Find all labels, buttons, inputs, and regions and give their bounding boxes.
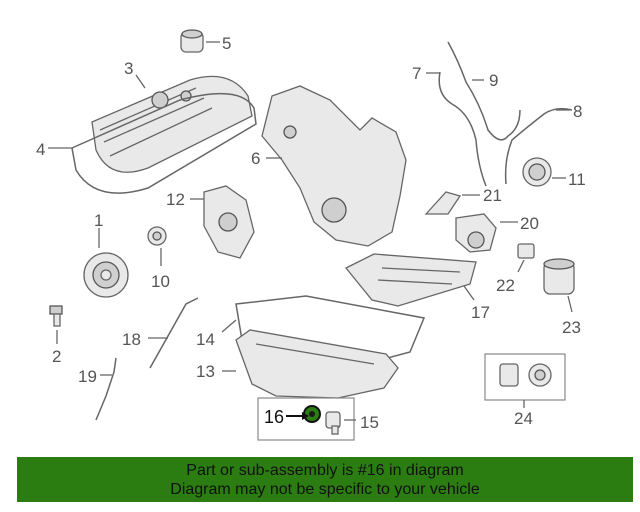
part-3-valve-cover	[91, 75, 253, 173]
part-8-gasket	[504, 107, 573, 185]
callout-7: 7	[412, 64, 421, 83]
part-18-dipstick	[149, 297, 199, 369]
engine-parts-diagram: 5 3 4 6 7 9 8 11 12	[36, 29, 586, 441]
part-21-bracket	[424, 191, 462, 215]
part-13-oil-pan	[235, 329, 399, 399]
leader-16-arrowhead	[302, 412, 309, 420]
part-20-housing	[455, 213, 497, 253]
drain-plug-group-box	[257, 397, 355, 441]
callout-9: 9	[489, 71, 498, 90]
callout-5: 5	[222, 34, 231, 53]
notice-line-1: Part or sub-assembly is #16 in diagram	[186, 462, 464, 479]
callout-8: 8	[573, 102, 582, 121]
callout-6: 6	[251, 149, 260, 168]
part-17-windage-tray	[344, 253, 477, 307]
part-4-valve-cover-gasket	[71, 92, 257, 194]
callout-11: 11	[568, 170, 586, 189]
part-10-seal	[147, 226, 167, 246]
part-11-front-seal	[522, 157, 552, 187]
part-12-oil-pump	[203, 185, 255, 259]
callout-12: 12	[166, 190, 185, 209]
callout-23: 23	[562, 318, 581, 337]
callout-10: 10	[151, 272, 170, 291]
callout-24: 24	[514, 409, 533, 428]
callout-4: 4	[36, 140, 45, 159]
leader-22	[517, 259, 525, 273]
part-16-drain-plug-gasket	[303, 405, 321, 423]
callout-18: 18	[122, 330, 141, 349]
part-15-drain-plug	[325, 411, 341, 435]
part-2-bolt	[49, 305, 63, 327]
callout-2: 2	[52, 347, 61, 366]
part-22-fitting	[517, 243, 535, 259]
callout-13: 13	[196, 362, 215, 381]
callout-20: 20	[520, 214, 539, 233]
part-7-gasket	[438, 71, 487, 187]
part-9-gasket	[447, 41, 521, 141]
part-19-dipstick-tube	[95, 357, 117, 421]
leader-3	[135, 74, 146, 89]
callout-16: 16	[264, 407, 284, 427]
callout-17: 17	[471, 303, 490, 322]
leader-17	[463, 285, 475, 301]
callout-1: 1	[94, 211, 103, 230]
part-6-timing-cover	[261, 85, 407, 247]
notice-line-2: Diagram may not be specific to your vehi…	[170, 481, 480, 498]
part-24-sensor-kit	[484, 353, 566, 401]
callout-21: 21	[483, 186, 502, 205]
callout-19: 19	[78, 367, 97, 386]
callout-15: 15	[360, 413, 379, 432]
leader-23	[567, 295, 573, 313]
notice-banner: Part or sub-assembly is #16 in diagram D…	[17, 457, 633, 502]
part-1-harmonic-balancer	[83, 252, 129, 298]
callout-3: 3	[124, 59, 133, 78]
callout-14: 14	[196, 330, 215, 349]
part-5-oil-filler-cap	[180, 29, 204, 53]
leader-14	[221, 319, 237, 333]
part-23-oil-filter	[543, 258, 575, 295]
callout-22: 22	[496, 276, 515, 295]
